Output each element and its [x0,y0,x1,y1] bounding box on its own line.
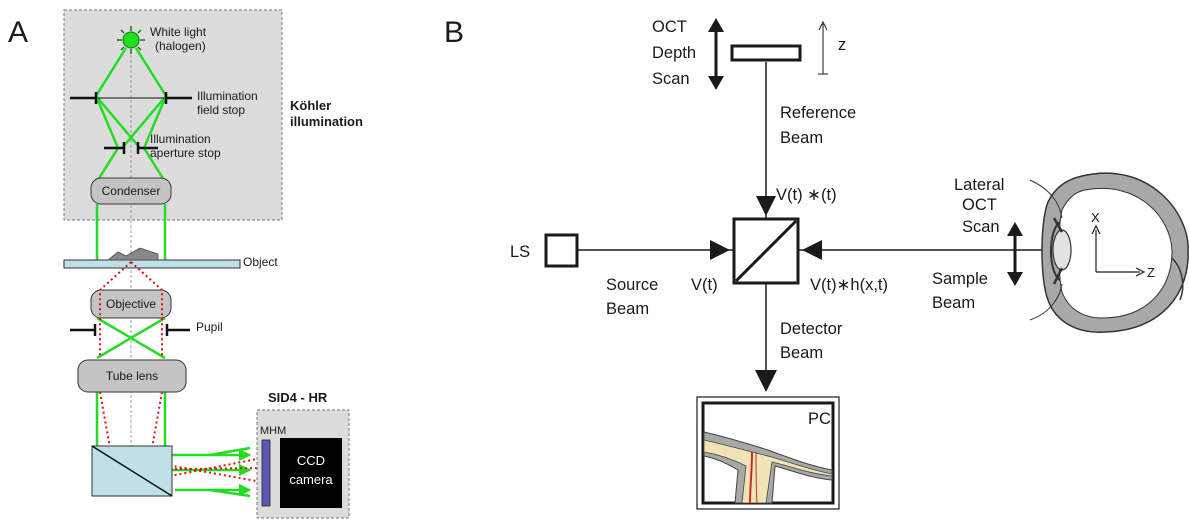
oct-depth-label-1: OCT [652,18,687,36]
field-stop-label-1: Illumination [197,89,258,103]
ccd-label-1: CCD [297,453,325,468]
field-stop-label-2: field stop [197,103,245,117]
eye-icon [1029,172,1189,333]
sample-signal: V(t)∗h(x,t) [810,276,888,294]
panel-b-label: B [444,16,464,49]
light-source-box [544,233,579,268]
oct-depth-label-2: Depth [652,44,696,62]
detector-beam-label-1: Detector [780,320,843,338]
sample-beam-label-1: Sample [932,270,988,288]
source-signal: V(t) [691,276,718,294]
depth-scan-arrow [708,18,724,90]
aperture-stop [104,142,158,154]
white-light-label-1: White light [150,25,207,39]
reference-signal: V(t) ∗(t) [776,186,837,204]
prism-diagonal [91,445,173,497]
reference-beam-label-1: Reference [780,104,856,122]
aperture-stop-label-2: aperture stop [150,146,221,160]
oct-depth-label-3: Scan [652,70,690,88]
z-axis-label: z [838,36,846,54]
lateral-label-3: Scan [962,218,1000,236]
panel-a-label: A [8,16,28,49]
kohler-label-1: Köhler [290,98,331,113]
z-axis-icon [818,20,828,75]
aperture-stop-label-1: Illumination [150,132,211,146]
pupil-label: Pupil [196,320,223,334]
object-label: Object [243,255,278,269]
lateral-label-2: OCT [962,196,997,214]
tube-lens [77,359,187,393]
lateral-label-1: Lateral [954,176,1004,194]
panel-b: B OCT Depth Scan [444,16,1189,510]
pupil-stop [70,324,190,336]
tube-lens-label: Tube lens [106,369,158,383]
ls-label: LS [510,243,530,261]
beam-splitter-diagonal [734,219,798,283]
object-slide [63,259,241,269]
object-specimen [106,247,159,261]
detector-beam-label-2: Beam [780,344,823,362]
ccd-camera [280,438,342,508]
kohler-label-2: illumination [290,114,363,129]
field-stop [70,92,192,104]
sid4-label: SID4 - HR [268,390,328,405]
ccd-label-2: camera [289,472,333,487]
eye-z-label: Z [1147,265,1155,280]
pc-label: PC [808,410,831,428]
reference-beam-label-2: Beam [780,129,823,147]
light-source-icon [117,26,145,54]
source-beam-label-2: Beam [606,300,649,318]
condenser [90,177,172,205]
reference-mirror [730,44,802,62]
objective-label: Objective [106,297,156,311]
condenser-label: Condenser [102,184,161,198]
lateral-scan-arrow [1007,222,1023,286]
sample-beam-label-2: Beam [932,294,975,312]
white-light-label-2: (halogen) [155,39,206,53]
mhm-mask [261,439,271,507]
source-beam-label-1: Source [606,276,658,294]
beam-arrowheads [710,196,822,392]
panel-a: A White light (halogen) Illumination [8,9,363,519]
sample-beam-green [95,204,252,498]
eye-x-label: X [1091,210,1100,225]
mhm-label: MHM [260,425,286,437]
pc-monitor [696,396,840,510]
objective [90,289,172,319]
illumination-beam [94,47,168,181]
